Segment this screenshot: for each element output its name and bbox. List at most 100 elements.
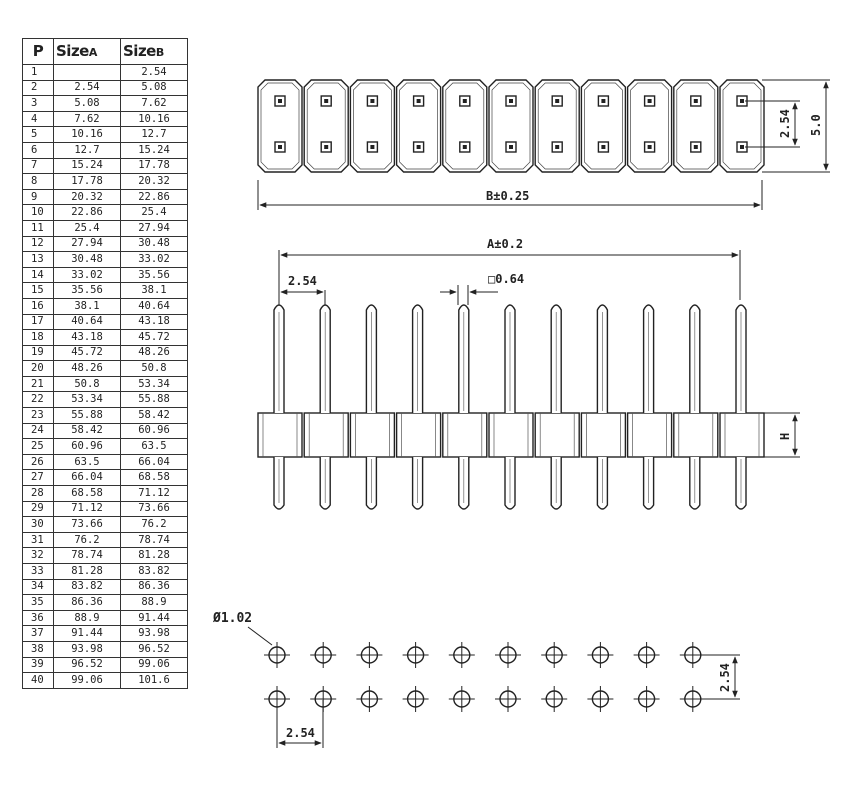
header-size-b-sub: B xyxy=(155,45,164,59)
header-size-b-label: Size xyxy=(123,41,156,60)
plastic-segment xyxy=(488,412,534,458)
plastic-segment xyxy=(534,412,580,458)
footprint-dimensions xyxy=(247,626,740,748)
cell-p: 10 xyxy=(22,204,54,221)
cell-p: 37 xyxy=(22,625,54,642)
cell-size-b: 55.88 xyxy=(120,391,188,409)
cell-size-a: 7.62 xyxy=(53,110,121,128)
header-body xyxy=(719,79,765,173)
cell-size-b: 73.66 xyxy=(120,500,188,518)
plastic-segment xyxy=(580,412,627,458)
cell-size-b: 66.04 xyxy=(120,453,188,471)
top-length-label: B±0.25 xyxy=(486,189,529,203)
cell-size-b: 91.44 xyxy=(120,609,188,627)
cell-size-b: 101.6 xyxy=(120,672,188,689)
plastic-segment xyxy=(395,412,442,458)
header-size-a-sub: A xyxy=(88,45,98,59)
cell-size-a: 30.48 xyxy=(53,251,121,268)
square-pin-center xyxy=(462,145,467,149)
square-pin-center xyxy=(416,99,421,103)
top-height-label: 5.0 xyxy=(809,114,823,136)
header-size-b: SizeB xyxy=(120,38,188,65)
plastic-segment xyxy=(303,412,349,458)
cell-size-a: 48.26 xyxy=(53,360,121,377)
cell-size-a: 40.64 xyxy=(53,313,121,331)
header-body-inner xyxy=(353,82,392,170)
cell-p: 20 xyxy=(22,360,54,377)
plastic-segment xyxy=(257,412,303,458)
header-body-inner xyxy=(537,82,577,170)
cell-p: 31 xyxy=(22,531,54,549)
header-body xyxy=(349,79,396,173)
side-length-label: A±0.2 xyxy=(487,237,523,251)
cell-size-a: 96.52 xyxy=(53,656,121,674)
size-table-header: P SizeA SizeB xyxy=(22,38,188,65)
square-pin-center xyxy=(693,99,698,103)
header-size-a-label: Size xyxy=(56,41,89,60)
square-pin-center xyxy=(324,145,329,149)
cell-size-b: 86.36 xyxy=(120,578,188,596)
square-pin-center xyxy=(601,145,606,149)
cell-size-b: 7.62 xyxy=(120,95,188,112)
plastic-segment xyxy=(719,412,765,458)
square-pin-center xyxy=(509,99,513,103)
square-pin-center xyxy=(278,99,282,103)
square-pin-center xyxy=(555,145,560,149)
header-body xyxy=(626,79,673,173)
top-view xyxy=(257,79,765,173)
square-pin-center xyxy=(693,145,698,149)
square-pin-center xyxy=(647,99,652,103)
footprint-row-pitch-label: 2.54 xyxy=(718,663,732,692)
plastic-segment xyxy=(349,412,396,458)
top-pitch-label: 2.54 xyxy=(778,109,792,138)
header-body xyxy=(303,79,349,173)
cell-size-b: 76.2 xyxy=(120,516,188,533)
cell-size-b: 25.4 xyxy=(120,204,188,221)
cell-size-a: 66.04 xyxy=(53,469,121,487)
side-pin-label: □0.64 xyxy=(488,272,524,286)
square-pin-center xyxy=(370,99,375,103)
cell-size-b: 12.7 xyxy=(120,126,188,143)
cell-size-b: 99.06 xyxy=(120,656,188,674)
header-body xyxy=(580,79,627,173)
footprint-col-pitch-label: 2.54 xyxy=(286,726,315,740)
plastic-segment xyxy=(626,412,673,458)
header-body xyxy=(395,79,442,173)
cell-size-a: 93.98 xyxy=(53,640,121,658)
cell-p: 11 xyxy=(22,219,54,237)
cell-size-a: 83.82 xyxy=(53,578,121,596)
cell-size-a: 99.06 xyxy=(53,672,121,689)
header-body xyxy=(488,79,534,173)
side-pitch-label: 2.54 xyxy=(288,274,317,288)
cell-size-b: 53.34 xyxy=(120,375,188,393)
header-body xyxy=(673,79,719,173)
header-body-inner xyxy=(306,82,346,170)
cell-p: 15 xyxy=(22,282,54,299)
square-pin-center xyxy=(370,145,375,149)
cell-p: 36 xyxy=(22,609,54,627)
header-body-inner xyxy=(722,82,762,170)
cell-p: 13 xyxy=(22,251,54,268)
header-body-inner xyxy=(399,82,438,170)
